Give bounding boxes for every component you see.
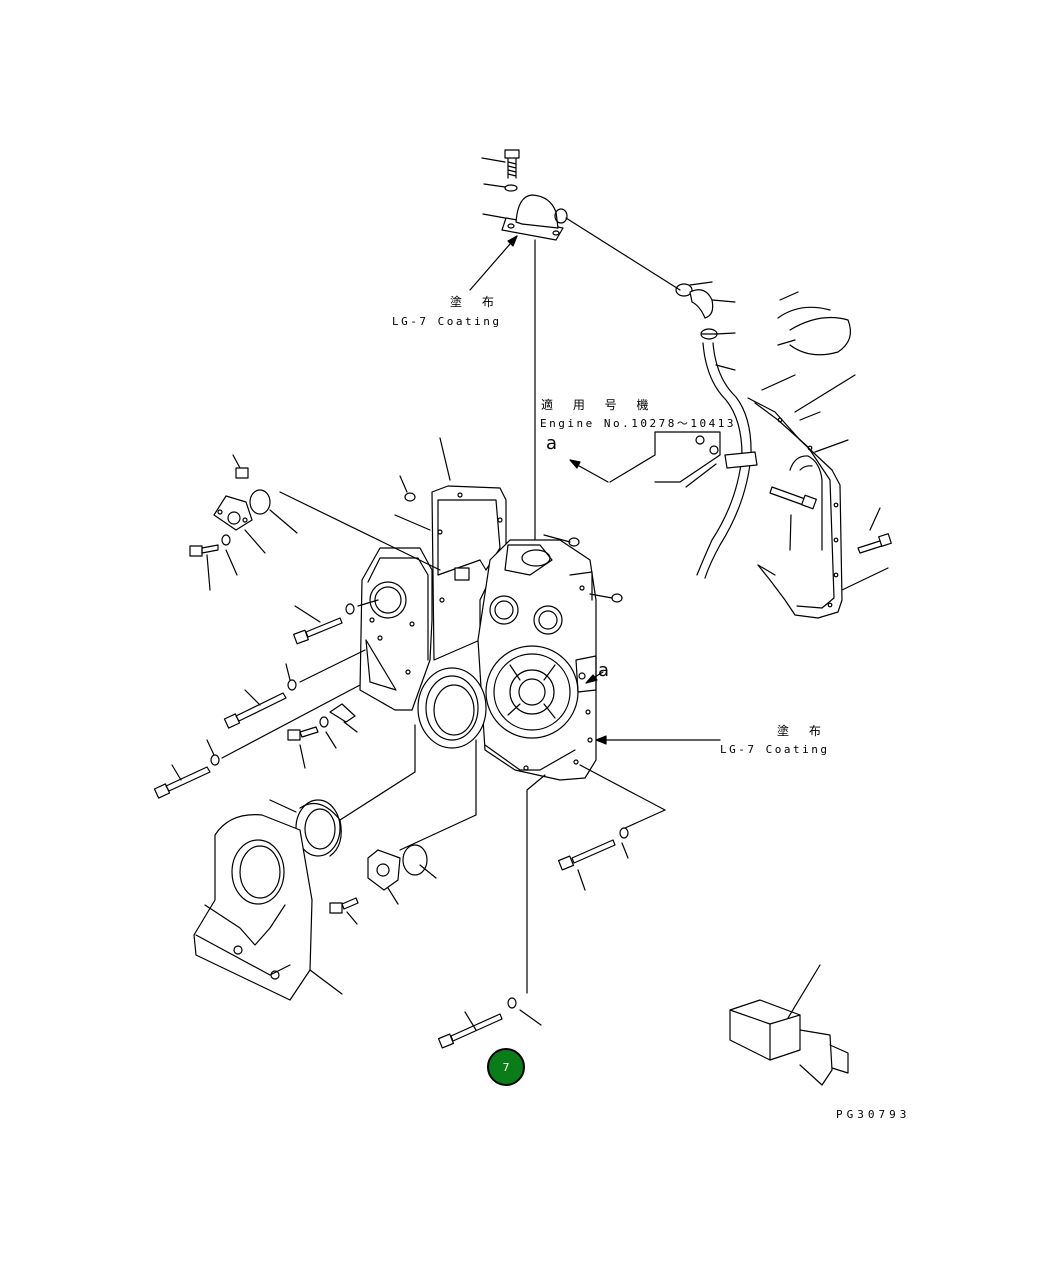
hose-clamp-upper: [675, 281, 713, 297]
coating-label-jp-top: 塗 布: [450, 295, 502, 309]
small-plate-left: [329, 703, 358, 733]
engine-block-outline: [747, 291, 889, 619]
long-bolt-1: [293, 599, 379, 645]
engine-bolt-right: [857, 507, 892, 554]
cover-gasket: [249, 489, 441, 571]
figure-code: PG30793: [836, 1108, 911, 1121]
front-cover: [359, 485, 597, 781]
service-tool: [729, 964, 849, 1086]
cover-plate: [213, 495, 266, 554]
long-bolt-2: [223, 649, 366, 729]
cover-bolt: [189, 544, 219, 591]
cover-cap: [232, 454, 249, 479]
tube-clamp-bolt: [769, 486, 817, 551]
reference-a-left: a: [546, 433, 558, 454]
short-bolt-left: [287, 716, 337, 769]
top-washer: [483, 183, 518, 192]
breather-elbow: [482, 194, 568, 241]
coating-label-jp-right: 塗 布: [777, 724, 829, 738]
engine-range-label-en: Engine No.10278～10413: [540, 417, 736, 430]
part-hotspot-7[interactable]: 7: [487, 1048, 525, 1086]
hose-elbow: [689, 289, 736, 319]
tube-clamp: [685, 435, 758, 488]
short-bolt-middle: [329, 897, 359, 925]
long-bolt-3: [153, 684, 361, 799]
coating-label-en-top: LG-7 Coating: [392, 315, 502, 328]
cover-small: [367, 739, 477, 905]
support-bracket: [193, 814, 343, 1001]
long-bolt-right: [557, 764, 666, 891]
cover-washer: [221, 534, 238, 576]
coating-label-en-right: LG-7 Coating: [720, 743, 830, 756]
long-bolt-bottom: [437, 774, 546, 1049]
part-hotspot-label: 7: [502, 1060, 510, 1074]
reference-a-right: a: [598, 660, 610, 681]
engine-range-label-jp: 適 用 号 機: [541, 398, 657, 412]
hose-clamp-lower: [700, 328, 736, 340]
top-bolt: [481, 149, 520, 179]
oil-seal: [269, 724, 416, 857]
